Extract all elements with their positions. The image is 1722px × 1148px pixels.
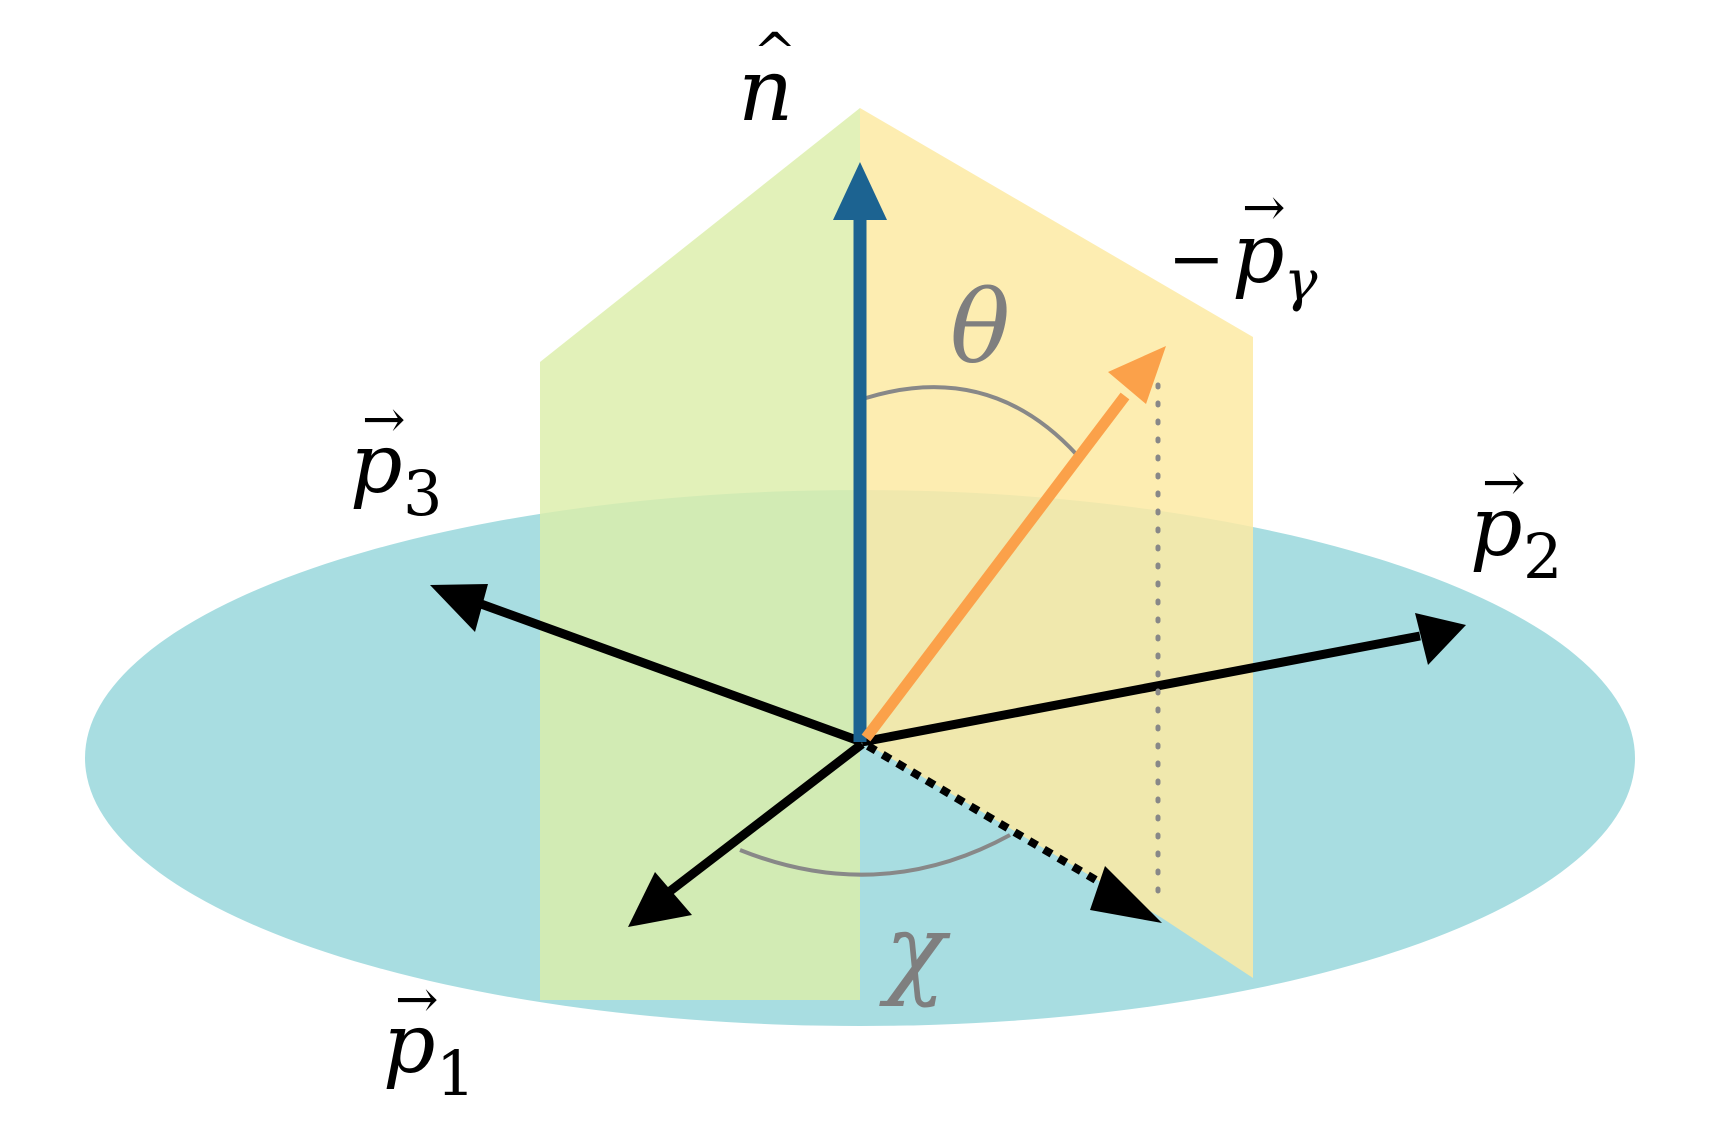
svg-text:p: p (1232, 207, 1285, 302)
theta-arc (865, 385, 1079, 457)
p2-label: p 2 → (1470, 453, 1562, 593)
p2-arrow-shaft (861, 631, 1421, 747)
svg-text:n: n (738, 41, 793, 141)
svg-text:−: − (1168, 220, 1225, 299)
p3-arrow-shaft (468, 595, 864, 747)
p3-arrow-head (430, 584, 488, 632)
plane-left-panel (540, 108, 860, 1000)
svg-text:γ: γ (1284, 249, 1318, 314)
svg-text:3: 3 (403, 457, 442, 530)
p3-label: p 3 → (350, 390, 442, 530)
photon-label: − p γ → (1168, 178, 1318, 314)
normal-arrow-head (833, 162, 887, 220)
plane-right-panel (860, 108, 1253, 978)
photon-arrow-shaft (861, 392, 1130, 742)
photon-projection-line (865, 742, 1121, 897)
chi-label: χ (879, 892, 951, 1009)
svg-text:→: → (362, 390, 406, 450)
p1-label: p 1 → (383, 970, 475, 1110)
photon-arrow-head (1108, 346, 1166, 404)
svg-text:p: p (383, 997, 436, 1092)
chi-arc (739, 833, 1011, 877)
svg-text:p: p (1470, 480, 1523, 575)
photon-projection-head (1090, 866, 1162, 923)
normal-label: n ^ (738, 23, 797, 141)
svg-text:→: → (1242, 178, 1286, 238)
p1-arrow-shaft (662, 740, 865, 899)
p1-arrow-head (628, 872, 692, 927)
svg-text:→: → (1482, 453, 1526, 513)
theta-label: θ (950, 269, 1010, 386)
svg-text:p: p (350, 417, 403, 512)
svg-text:2: 2 (1523, 520, 1562, 593)
svg-text:1: 1 (436, 1037, 475, 1110)
svg-text:→: → (395, 970, 439, 1030)
p2-arrow-head (1415, 613, 1466, 665)
svg-text:^: ^ (753, 23, 797, 83)
